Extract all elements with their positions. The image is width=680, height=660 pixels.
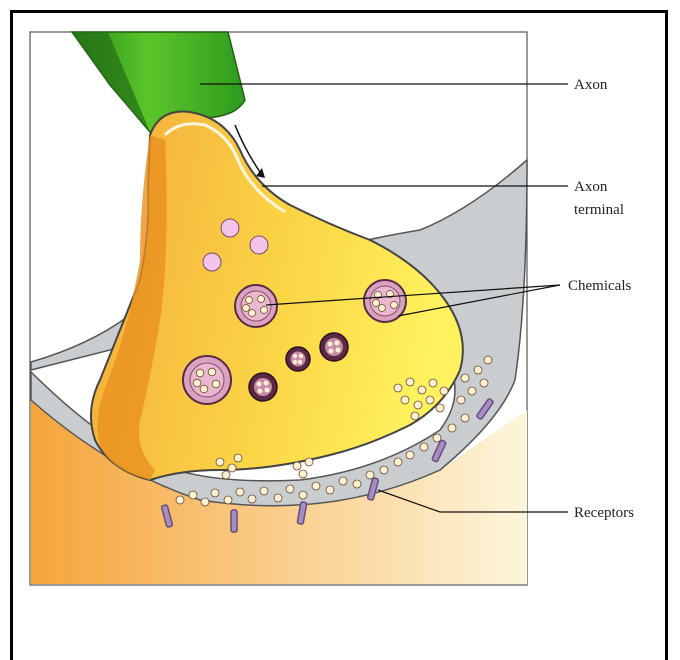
synapse-diagram: Axon Axon terminal Chemicals Receptors (0, 0, 680, 619)
vesicle-small (221, 219, 239, 237)
label-axon-terminal-1: Axon (574, 179, 608, 195)
vesicle-small (250, 236, 268, 254)
chemical-vesicle (183, 356, 231, 404)
label-chemicals: Chemicals (568, 278, 631, 294)
label-receptors: Receptors (574, 505, 634, 521)
label-axon-terminal-2: terminal (574, 202, 624, 218)
chemical-vesicle (235, 285, 277, 327)
label-axon: Axon (574, 77, 608, 93)
chemical-vesicle-dark (286, 347, 310, 371)
vesicle-small (203, 253, 221, 271)
chemical-vesicle-dark (320, 333, 348, 361)
chemical-vesicle-dark (249, 373, 277, 401)
